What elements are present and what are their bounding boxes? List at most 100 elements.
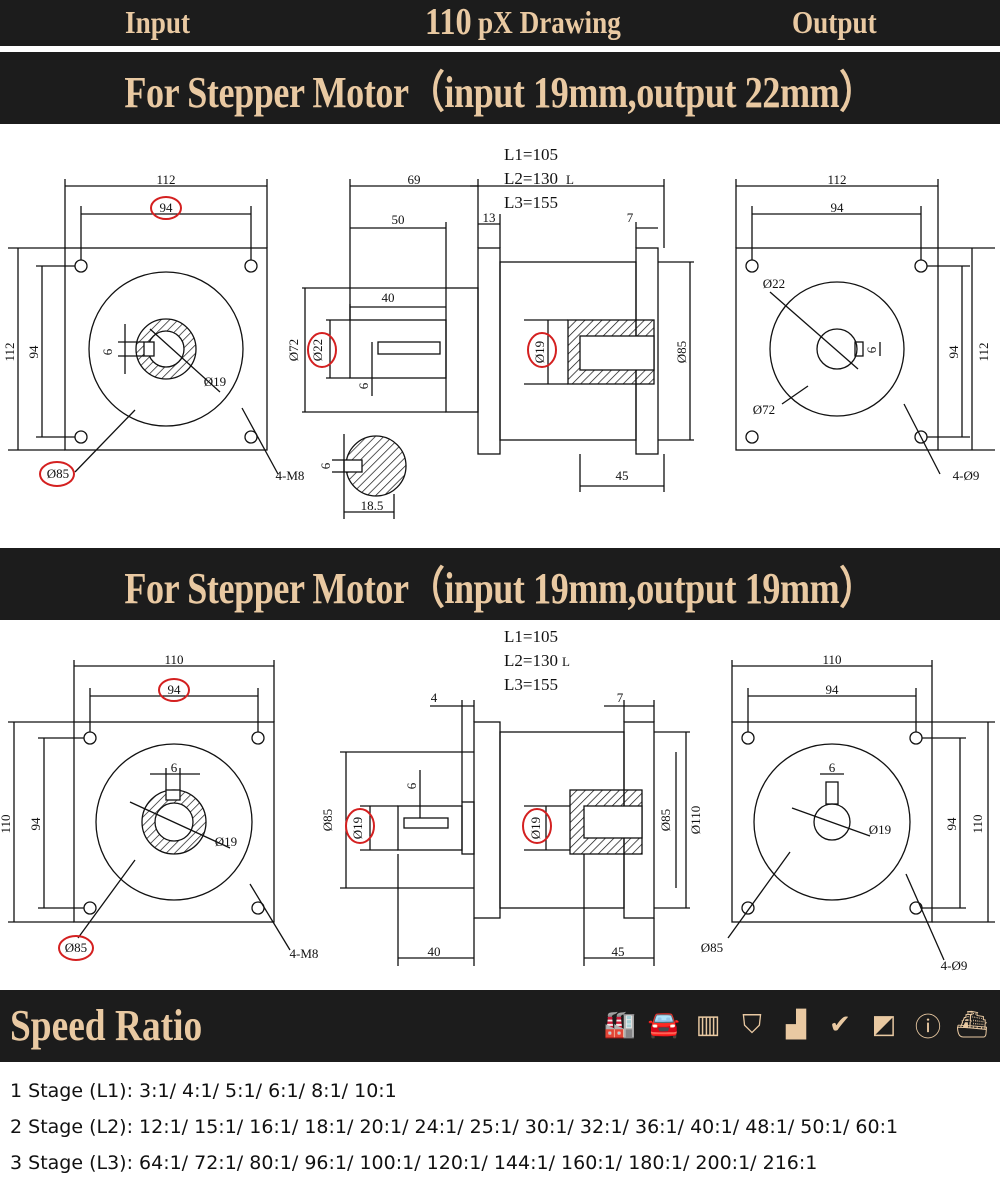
s2-side-d6: 6 — [404, 782, 419, 789]
section2-drawing: 110 94 110 94 6 Ø19 Ø85 4-M8 — [0, 627, 995, 973]
input-height-dim: 112 — [2, 342, 17, 361]
s2-length-symbol: L — [562, 654, 570, 669]
output-shaft-circle — [816, 328, 858, 370]
s2-side-d19a: Ø19 — [350, 817, 365, 839]
s2-output-shaft-dim: Ø19 — [869, 822, 891, 837]
output-flange-outline — [735, 247, 939, 451]
output-label: Output — [792, 4, 877, 40]
s1-length-l3: L3=155 — [504, 193, 558, 212]
s2-length-l3: L3=155 — [504, 675, 558, 694]
drawing-number: 110 — [425, 1, 472, 43]
s2-input-bore-dim: Ø19 — [215, 834, 237, 849]
s1-length-l1: L1=105 — [504, 145, 558, 164]
factory-icon: 🏭 — [603, 1010, 637, 1040]
s2-input-pilot-circle — [95, 743, 253, 901]
output-shaft-dim: Ø22 — [763, 276, 785, 291]
s2-output-key-dim: 6 — [829, 760, 836, 775]
s2-input-height-dim: 110 — [0, 814, 13, 833]
stage3-ratios: 3 Stage (L3): 64:1/ 72:1/ 80:1/ 96:1/ 10… — [10, 1152, 818, 1174]
input-key-dim: 6 — [100, 348, 115, 355]
s2-output-height-dim: 110 — [970, 814, 985, 833]
s2-side-d45: 45 — [612, 944, 625, 959]
side-output-shaft — [349, 319, 447, 379]
input-pilot-circle — [88, 271, 244, 427]
side-key185: 18.5 — [361, 498, 384, 513]
s2-output-width-dim: 110 — [822, 652, 841, 667]
check-icon: ✔ — [829, 1010, 851, 1040]
s2-input-flange-outline — [73, 721, 275, 923]
s2-side-input-flange — [473, 721, 501, 919]
side-d13: 13 — [483, 210, 496, 225]
speed-ratio-header: Speed Ratio 🏭 🚘 ▥ ⛉ ▟ ✔ ◩ ⓘ ⛴ — [0, 990, 1000, 1062]
output-pilot-dim: Ø72 — [753, 402, 775, 417]
input-bolt-v-dim: 94 — [26, 345, 41, 359]
s1-length-symbol: L — [566, 172, 574, 187]
s2-length-l2: L2=130 — [504, 651, 558, 670]
stage1-ratios: 1 Stage (L1): 3:1/ 4:1/ 5:1/ 6:1/ 8:1/ 1… — [10, 1080, 397, 1102]
s2-side-d110: Ø110 — [688, 806, 703, 834]
s2-side-d7: 7 — [617, 690, 624, 705]
side-input-flange — [477, 247, 501, 455]
s2-output-flange-outline — [731, 721, 933, 923]
output-width-dim: 112 — [827, 172, 846, 187]
side-d22: Ø22 — [310, 339, 325, 361]
section1-header: For Stepper Motor（input 19mm,output 22mm… — [0, 52, 1000, 124]
stage2-ratios: 2 Stage (L2): 12:1/ 15:1/ 16:1/ 18:1/ 20… — [10, 1116, 899, 1138]
side-key6: 6 — [318, 462, 333, 469]
side-d6: 6 — [356, 382, 371, 389]
s2-side-d85b: Ø85 — [658, 809, 673, 831]
side-d7: 7 — [627, 210, 634, 225]
s2-side-d85a: Ø85 — [320, 809, 335, 831]
s2-input-holes-dim: 4-M8 — [290, 946, 319, 961]
application-icons: 🏭 🚘 ▥ ⛉ ▟ ✔ ◩ ⓘ ⛴ — [602, 1006, 990, 1044]
output-key-dim: 6 — [864, 346, 879, 353]
s2-input-width-dim: 110 — [164, 652, 183, 667]
conveyor-icon: ▟ — [786, 1010, 806, 1040]
s2-side-d40: 40 — [428, 944, 441, 959]
s2-output-pilot-dim: Ø85 — [701, 940, 723, 955]
input-bore-dim: Ø19 — [204, 374, 226, 389]
printer-icon: ◩ — [871, 1010, 897, 1040]
output-pilot-circle — [769, 281, 905, 417]
s2-side-output-shaft — [397, 805, 463, 851]
s2-input-pilot-dim: Ø85 — [65, 940, 87, 955]
s2-side-d19b: Ø19 — [528, 817, 543, 839]
s2-output-holes-dim: 4-Ø9 — [941, 958, 968, 973]
s2-output-bolt-dim: 94 — [826, 682, 840, 697]
section1-drawing: 112 94 112 94 6 Ø19 Ø85 4-M8 — [2, 145, 995, 519]
side-d50: 50 — [392, 212, 405, 227]
output-holes-dim: 4-Ø9 — [953, 468, 980, 483]
side-d85: Ø85 — [674, 341, 689, 363]
section2-header: For Stepper Motor（input 19mm,output 19mm… — [0, 548, 1000, 620]
side-d72: Ø72 — [286, 339, 301, 361]
output-height-dim: 112 — [976, 342, 991, 361]
output-bolt-v-dim: 94 — [946, 345, 961, 359]
s2-side-d4: 4 — [431, 690, 438, 705]
s2-length-l1: L1=105 — [504, 627, 558, 646]
top-bar: Input 110 pX Drawing Output — [0, 0, 1000, 46]
side-d19: Ø19 — [532, 341, 547, 363]
car-icon: 🚘 — [647, 1010, 681, 1040]
cnc-icon: ▥ — [695, 1010, 721, 1040]
s2-input-bolt-dim: 94 — [168, 682, 182, 697]
output-bolt-dim: 94 — [831, 200, 845, 215]
input-bolt-dim: 94 — [160, 200, 174, 215]
input-width-dim: 112 — [156, 172, 175, 187]
s2-input-key-dim: 6 — [171, 760, 178, 775]
section2-title: For Stepper Motor（input 19mm,output 19mm… — [124, 564, 876, 613]
input-label: Input — [125, 4, 191, 40]
side-d45: 45 — [616, 468, 629, 483]
s1-length-l2: L2=130 — [504, 169, 558, 188]
speed-ratio-title: Speed Ratio — [10, 1001, 203, 1050]
shield-icon: ⛉ — [742, 1009, 762, 1040]
input-holes-dim: 4-M8 — [276, 468, 305, 483]
side-d69: 69 — [408, 172, 421, 187]
drawing-label: pX Drawing — [478, 4, 621, 40]
s2-output-pilot-circle — [753, 743, 911, 901]
input-flange-outline — [64, 247, 268, 451]
info-icon: ⓘ — [914, 1012, 941, 1043]
side-d40: 40 — [382, 290, 395, 305]
s2-output-bolt-v-dim: 94 — [944, 817, 959, 831]
section1-title: For Stepper Motor（input 19mm,output 22mm… — [124, 68, 876, 117]
input-pilot-dim: Ø85 — [47, 466, 69, 481]
